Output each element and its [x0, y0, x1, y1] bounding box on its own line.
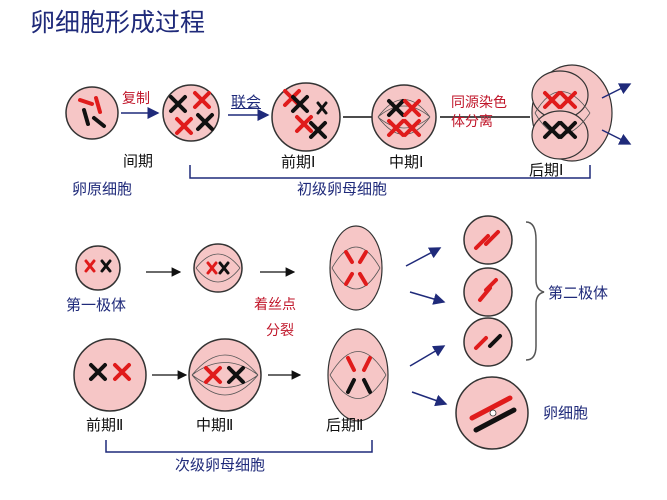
metaphase2-cell [188, 338, 262, 412]
label-prophase2: 前期Ⅱ [86, 416, 124, 434]
second-polar-body-1 [463, 215, 513, 265]
label-anaphase1: 后期Ⅰ [529, 161, 564, 179]
label-prophase1: 前期Ⅰ [281, 153, 316, 171]
prophase1-cell [271, 82, 341, 152]
label-oogonium: 卵原细胞 [72, 180, 133, 198]
label-secondary-oocyte: 次级卵母细胞 [175, 456, 266, 474]
page-title: 卵细胞形成过程 [30, 8, 206, 37]
second-polar-body-3 [463, 317, 513, 367]
label-homolog-sep-2: 体分离 [451, 114, 493, 130]
label-synapsis: 联会 [231, 93, 262, 111]
egg-cell [455, 376, 529, 450]
second-polar-body-2 [463, 267, 513, 317]
oogonium-cell [65, 86, 119, 140]
anaphase2-cell [327, 328, 389, 422]
label-first-polar-body: 第一极体 [66, 296, 127, 314]
second-polar-body-brace [525, 221, 545, 361]
label-interphase: 间期 [123, 152, 154, 170]
arrow-anaphase1-up [601, 83, 632, 99]
anaphase1-cell [531, 64, 613, 162]
label-homolog-sep-1: 同源染色 [451, 95, 507, 111]
label-centromere-2: 分裂 [266, 323, 294, 339]
polar-body-metaphase-cell [193, 243, 243, 293]
label-metaphase2: 中期Ⅱ [196, 416, 234, 434]
arrow-to-egg [411, 391, 448, 407]
first-polar-body-cell [75, 245, 121, 291]
label-copy: 复制 [122, 91, 150, 107]
arrow-to-polar2-c [409, 345, 446, 367]
label-centromere-1: 着丝点 [254, 297, 296, 313]
label-egg-cell: 卵细胞 [543, 404, 589, 422]
label-primary-oocyte: 初级卵母细胞 [297, 180, 388, 198]
arrow-anaphase1-down [601, 129, 632, 145]
label-second-polar-body: 第二极体 [548, 284, 609, 302]
prophase2-cell [73, 338, 147, 412]
polar-body-anaphase-cell [329, 225, 383, 311]
label-metaphase1: 中期Ⅰ [389, 153, 424, 171]
metaphase1-cell [371, 84, 437, 150]
arrow-to-polar2-a [405, 247, 442, 267]
primary-oocyte-bracket [189, 165, 591, 179]
arrow-to-polar2-b [409, 291, 446, 305]
label-anaphase2: 后期Ⅱ [326, 416, 364, 434]
interphase-cell [162, 84, 220, 142]
secondary-oocyte-bracket [105, 440, 373, 453]
